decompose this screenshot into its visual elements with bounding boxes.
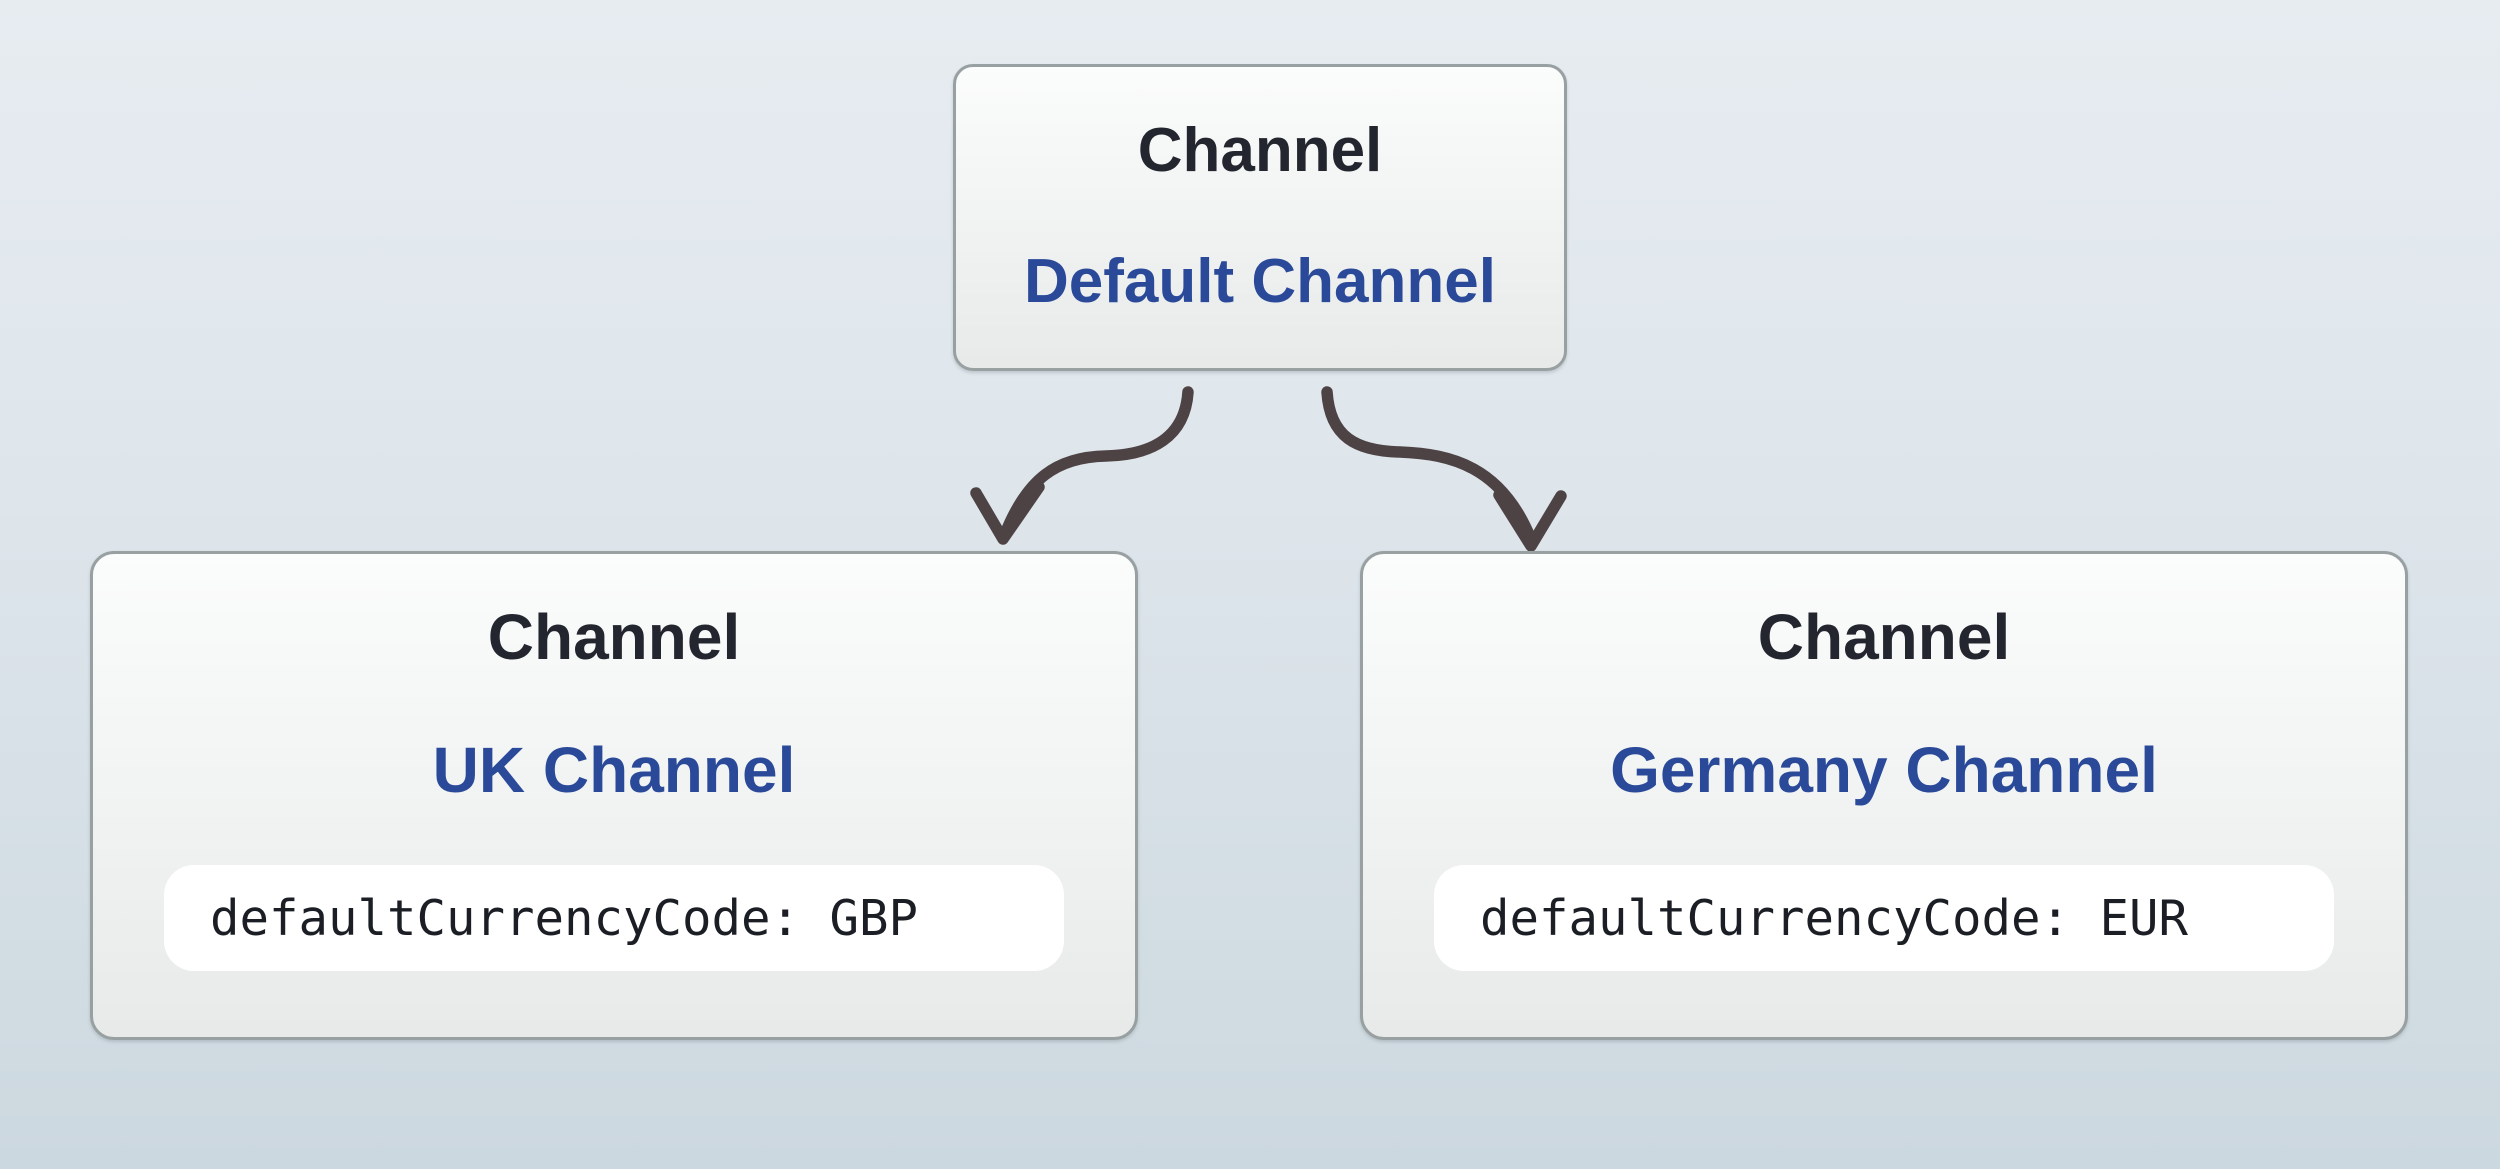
arrow-to-uk-channel (970, 386, 1194, 545)
attribute-text: defaultCurrencyCode: EUR (1480, 889, 2189, 947)
attribute-pill: defaultCurrencyCode: EUR (1434, 865, 2334, 971)
node-type-label: Channel (487, 601, 741, 673)
attribute-text: defaultCurrencyCode: GBP (210, 889, 919, 947)
node-type-label: Channel (1137, 116, 1383, 185)
curved-arrow-shaft-uk (999, 386, 1194, 540)
arrowhead-germany-icon (1493, 489, 1567, 552)
node-name-label: Germany Channel (1610, 734, 2158, 806)
attribute-pill: defaultCurrencyCode: GBP (164, 865, 1064, 971)
curved-arrow-shaft-germany (1321, 386, 1536, 543)
arrowhead-uk-icon (970, 481, 1045, 545)
node-name-label: UK Channel (432, 734, 796, 806)
node-default-channel: Channel Default Channel (953, 64, 1567, 371)
node-name-label: Default Channel (1024, 247, 1496, 316)
node-germany-channel: Channel Germany Channel defaultCurrencyC… (1360, 551, 2408, 1040)
node-type-label: Channel (1757, 601, 2011, 673)
node-uk-channel: Channel UK Channel defaultCurrencyCode: … (90, 551, 1138, 1040)
arrow-to-germany-channel (1321, 386, 1567, 552)
